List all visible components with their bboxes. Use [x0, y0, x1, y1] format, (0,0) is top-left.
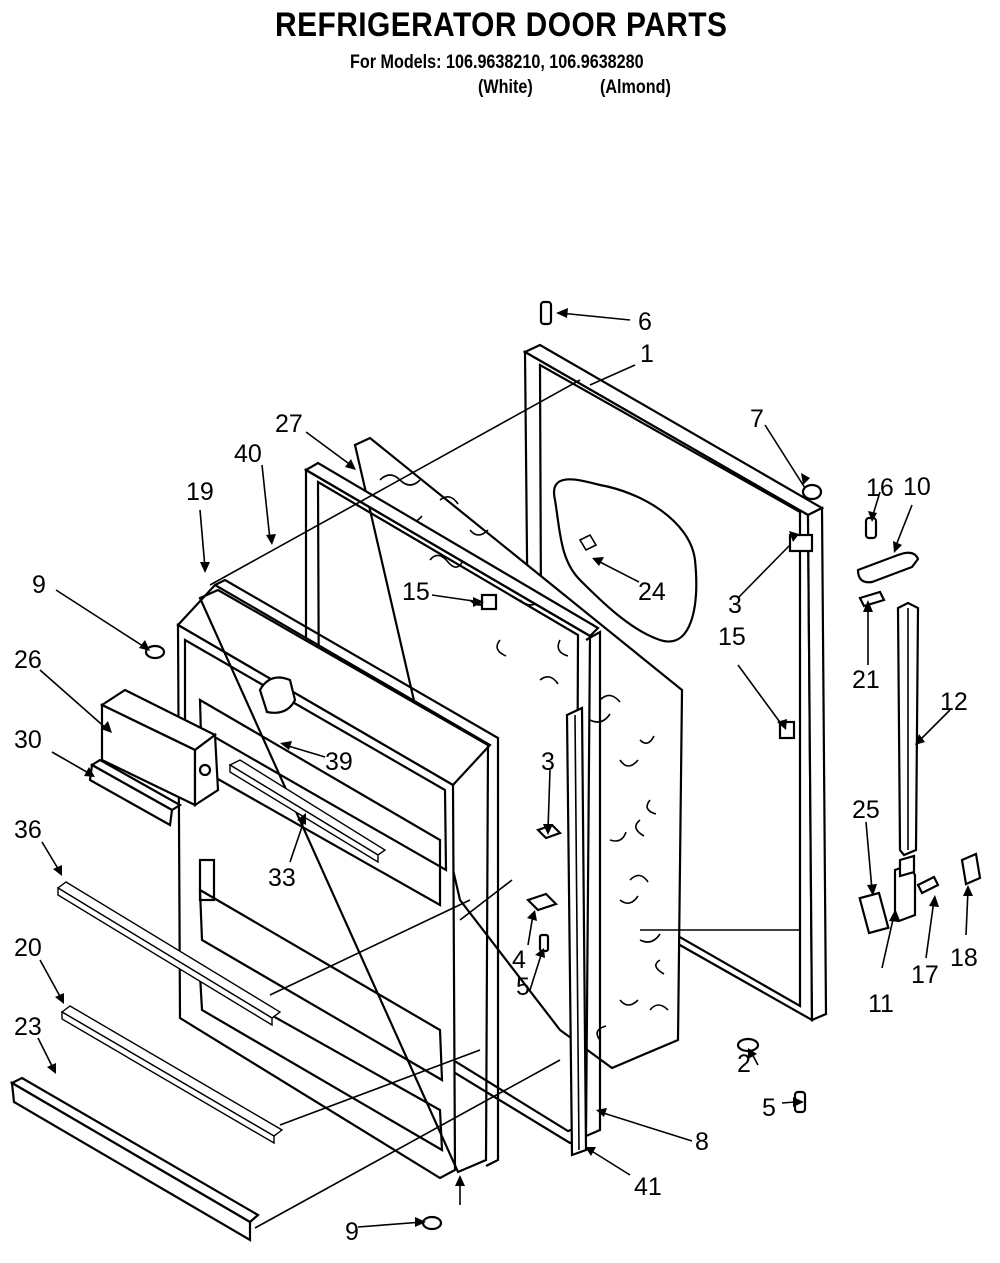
models-prefix: For Models: [350, 52, 442, 73]
shelf-rail-lower [60, 1005, 284, 1145]
color-white-label: (White) [478, 77, 533, 98]
callout-17: 17 [911, 961, 939, 989]
callout-25: 25 [852, 796, 880, 824]
callout-15-right: 15 [718, 623, 746, 651]
callout-3-center: 3 [541, 748, 555, 776]
callout-7: 7 [750, 405, 764, 433]
callout-41: 41 [634, 1173, 662, 1201]
callout-27: 27 [275, 410, 303, 438]
gasket-strip: 6 1 7 16 10 3 15 21 12 25 11 17 18 24 2 … [9, 300, 982, 1246]
bottom-trim-strip [9, 1076, 260, 1242]
inner-door-liner: 6 1 7 16 10 3 15 21 12 25 11 17 18 24 2 … [9, 300, 982, 1246]
callout-10: 10 [903, 473, 931, 501]
callout-labels: 6 1 7 16 10 3 15 21 12 25 11 17 18 24 2 … [14, 308, 978, 1246]
diagram-header: REFRIGERATOR DOOR PARTS For Models: 106.… [0, 0, 1000, 110]
callout-39: 39 [325, 748, 353, 776]
model-number-white: 106.9638210, [446, 52, 545, 73]
callout-1: 1 [640, 340, 654, 368]
callout-12: 12 [940, 688, 968, 716]
color-almond-label: (Almond) [600, 77, 671, 98]
callout-23: 23 [14, 1013, 42, 1041]
callout-16: 16 [866, 474, 894, 502]
dairy-compartment [88, 688, 220, 827]
callout-11: 11 [868, 990, 894, 1018]
callout-33: 33 [268, 864, 296, 892]
callout-9-left: 9 [32, 571, 46, 599]
callout-2: 2 [737, 1050, 751, 1078]
models-line: For Models: 106.9638210, 106.9638280 [350, 52, 644, 74]
callout-6: 6 [638, 308, 652, 336]
callout-5-center: 5 [516, 973, 530, 1001]
outer-door-panel: 6 1 7 16 10 3 15 21 12 25 11 17 18 24 2 … [9, 300, 982, 1246]
callout-21: 21 [852, 666, 880, 694]
callout-15-left: 15 [402, 578, 430, 606]
callout-40: 40 [234, 440, 262, 468]
callout-4: 4 [512, 946, 526, 974]
leader-lines [37, 312, 969, 1229]
hinge-pin [896, 601, 920, 857]
top-hinge [856, 551, 920, 608]
shelf-rail-middle [56, 881, 282, 1027]
callout-24: 24 [638, 578, 666, 606]
bottom-hinge [858, 852, 982, 935]
callout-5-right: 5 [762, 1094, 776, 1122]
door-gasket: 6 1 7 16 10 3 15 21 12 25 11 17 18 24 2 … [9, 300, 982, 1246]
model-number-almond: 106.9638280 [549, 52, 644, 73]
door-latch-bracket [258, 676, 297, 714]
callout-26: 26 [14, 646, 42, 674]
callout-20: 20 [14, 934, 42, 962]
arrow-heads [47, 308, 973, 1227]
callout-36: 36 [14, 816, 42, 844]
callout-3-right: 3 [728, 591, 742, 619]
callout-30: 30 [14, 726, 42, 754]
small-hardware [144, 300, 878, 1231]
foam-insulation: 6 1 7 16 10 3 15 21 12 25 11 17 18 24 2 … [9, 300, 982, 1246]
shelf-rail-upper [228, 759, 387, 864]
callout-18: 18 [950, 944, 978, 972]
callout-8: 8 [695, 1128, 709, 1156]
callout-19: 19 [186, 478, 214, 506]
page-title: REFRIGERATOR DOOR PARTS [275, 6, 728, 44]
callout-9-bottom: 9 [345, 1218, 359, 1246]
